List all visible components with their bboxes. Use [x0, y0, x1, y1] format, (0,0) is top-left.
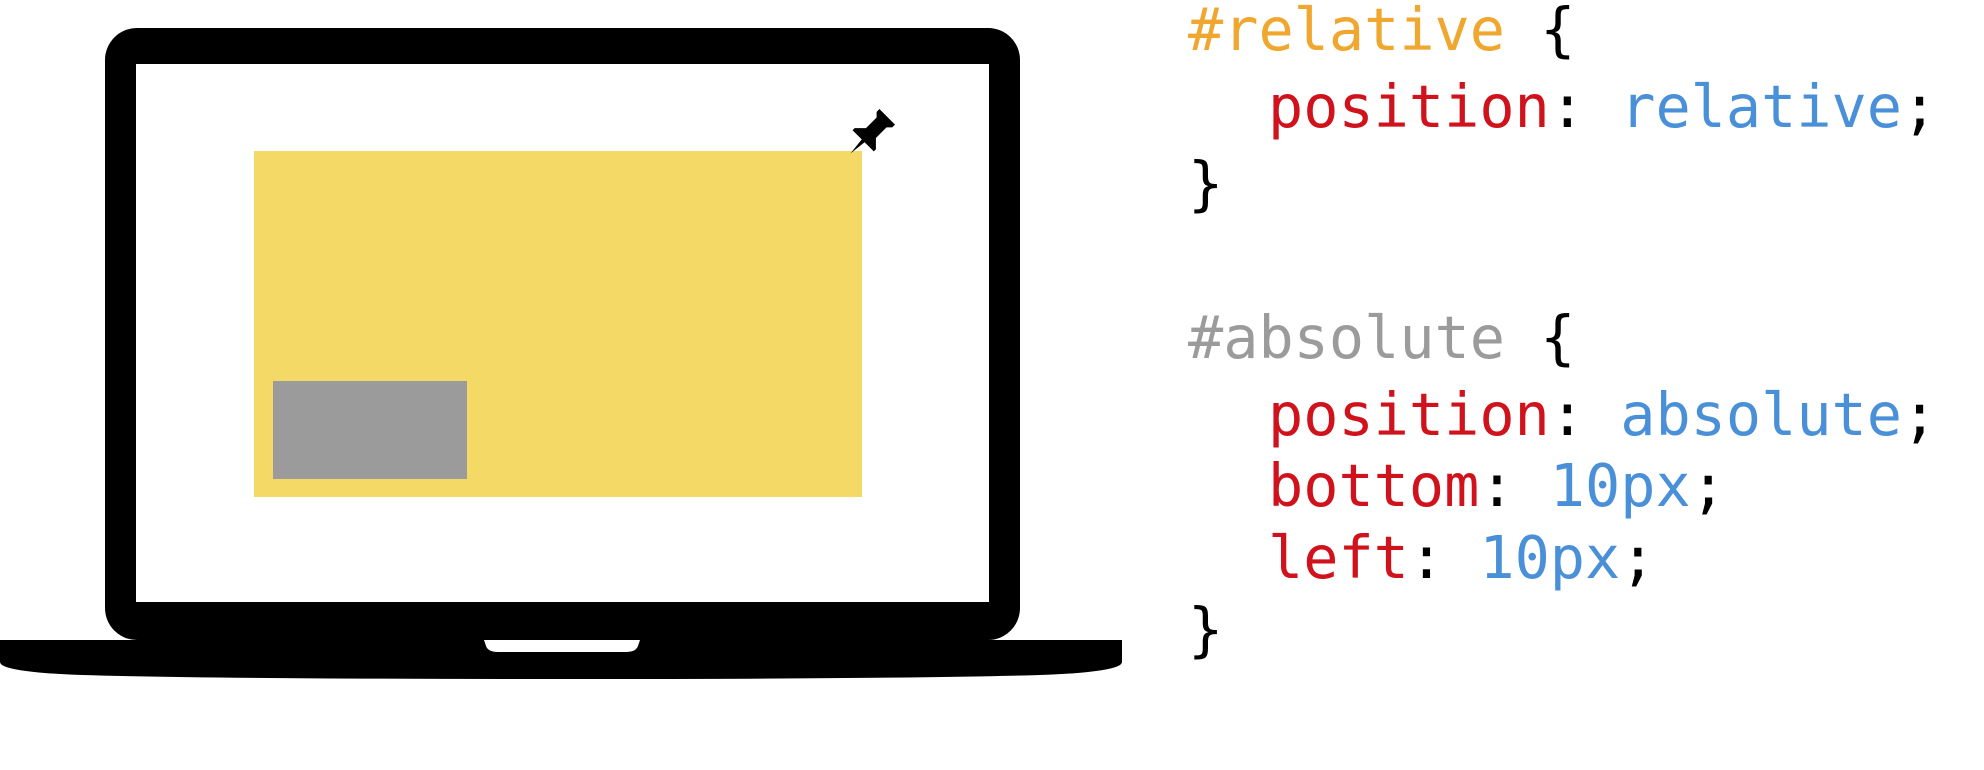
colon: :	[1549, 73, 1621, 141]
property-value: 10px	[1479, 524, 1621, 592]
code-line-absolute-left: left: 10px;	[1188, 520, 1655, 597]
semicolon: ;	[1901, 73, 1938, 141]
code-line-relative-selector: #relative {	[1188, 0, 1575, 69]
code-line-absolute-bottom: bottom: 10px;	[1188, 448, 1726, 525]
property-value: 10px	[1549, 452, 1691, 520]
property-name: position	[1268, 73, 1550, 141]
colon: :	[1549, 381, 1621, 449]
property-name: left	[1268, 524, 1409, 592]
selector-relative: #relative	[1188, 0, 1505, 64]
semicolon: ;	[1901, 381, 1938, 449]
property-name: bottom	[1268, 452, 1480, 520]
colon: :	[1408, 524, 1480, 592]
laptop-notch	[484, 640, 640, 652]
semicolon: ;	[1690, 452, 1726, 520]
code-line-absolute-position: position: absolute;	[1188, 377, 1937, 454]
close-brace: }	[1188, 150, 1224, 218]
laptop-base	[0, 640, 1122, 679]
property-value: relative	[1620, 73, 1902, 141]
css-code-block: #relative { position: relative; } #absol…	[1188, 0, 1978, 679]
close-brace: }	[1188, 596, 1224, 664]
property-value: absolute	[1620, 381, 1902, 449]
open-brace: {	[1504, 0, 1576, 64]
colon: :	[1479, 452, 1550, 520]
code-line-relative-close: }	[1188, 146, 1223, 223]
code-line-absolute-selector: #absolute {	[1188, 300, 1575, 377]
absolute-box	[273, 381, 467, 479]
code-line-absolute-close: }	[1188, 592, 1223, 669]
property-name: position	[1268, 381, 1550, 449]
code-line-relative-position: position: relative;	[1188, 69, 1937, 146]
open-brace: {	[1504, 304, 1576, 372]
laptop-illustration	[0, 28, 1122, 679]
semicolon: ;	[1620, 524, 1656, 592]
pushpin-icon	[850, 109, 895, 154]
selector-absolute: #absolute	[1188, 304, 1505, 372]
